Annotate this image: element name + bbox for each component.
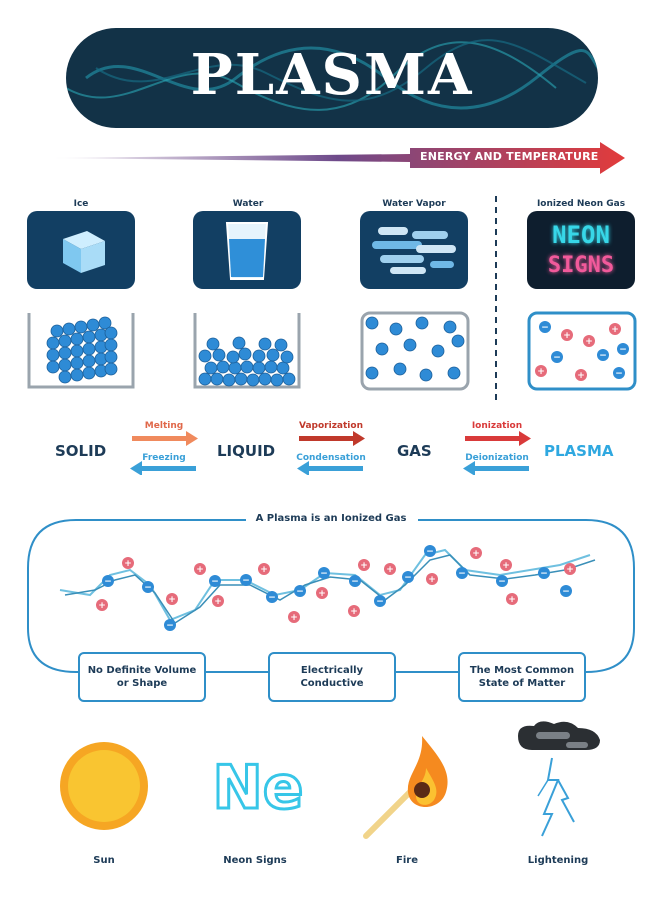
svg-text:+: +: [577, 371, 585, 381]
state-title-water: Water: [232, 199, 264, 209]
example-label-fire: Fire: [396, 855, 418, 866]
svg-text:+: +: [214, 597, 222, 607]
phase-solid: SOLID: [55, 442, 107, 460]
arrow-deionization: [463, 461, 529, 475]
example-label-lightening: Lightening: [527, 855, 589, 866]
example-label-sun: Sun: [93, 855, 115, 866]
arrow-condensation: [297, 461, 363, 475]
label-melting: Melting: [144, 421, 184, 431]
svg-text:+: +: [124, 559, 132, 569]
svg-text:−: −: [376, 597, 384, 607]
lightning-icon: [518, 721, 600, 837]
liquid-particles: [193, 313, 301, 389]
svg-text:+: +: [350, 607, 358, 617]
label-deionization: Deionization: [465, 453, 529, 463]
water-icon-box: [193, 211, 301, 289]
state-title-neon: Ionized Neon Gas: [536, 199, 626, 209]
label-freezing: Freezing: [142, 453, 186, 463]
energy-label: ENERGY AND TEMPERATURE: [420, 150, 599, 163]
water-glass-icon: [225, 222, 269, 280]
svg-text:+: +: [472, 549, 480, 559]
property-conductive: Electrically Conductive: [268, 652, 396, 702]
plasma-frame: [27, 519, 635, 673]
gas-particles: [360, 311, 470, 391]
ne-symbol: Ne: [211, 752, 305, 825]
svg-text:−: −: [296, 587, 304, 597]
wave-decoration: [66, 39, 598, 111]
svg-text:+: +: [260, 565, 268, 575]
svg-text:+: +: [98, 601, 106, 611]
fire-icon: [363, 736, 448, 839]
state-title-ice: Ice: [73, 199, 89, 209]
property-no-definite-volume: No Definite Volume or Shape: [78, 652, 206, 702]
svg-text:+: +: [563, 331, 571, 341]
svg-text:+: +: [585, 337, 593, 347]
arrow-freezing: [130, 461, 196, 475]
plasma-wave: − − − − − − − − − − − − − − − − + + + + …: [59, 545, 596, 631]
svg-text:+: +: [290, 613, 298, 623]
svg-text:+: +: [196, 565, 204, 575]
svg-text:−: −: [562, 587, 570, 597]
svg-text:+: +: [428, 575, 436, 585]
ice-cube-icon: [63, 231, 105, 273]
svg-text:−: −: [599, 351, 607, 361]
property-most-common: The Most Common State of Matter: [458, 652, 586, 702]
arrow-vaporization: [299, 431, 365, 446]
section-title: A Plasma is an Ionized Gas: [255, 513, 407, 524]
svg-text:−: −: [553, 353, 561, 363]
svg-text:+: +: [611, 325, 619, 335]
phase-gas: GAS: [397, 442, 432, 460]
title-banner: PLASMA: [66, 28, 598, 128]
arrow-melting: [132, 431, 198, 446]
svg-text:−: −: [615, 369, 623, 379]
page-title: PLASMA: [190, 42, 474, 108]
svg-text:−: −: [426, 547, 434, 557]
neon-sign-line2: SIGNS: [547, 253, 615, 278]
svg-text:−: −: [351, 577, 359, 587]
solid-particles: [27, 313, 135, 389]
svg-text:+: +: [318, 589, 326, 599]
svg-text:+: +: [508, 595, 516, 605]
svg-text:+: +: [502, 561, 510, 571]
svg-text:−: −: [166, 621, 174, 631]
label-ionization: Ionization: [471, 421, 523, 431]
svg-text:+: +: [360, 561, 368, 571]
example-label-neon: Neon Signs: [223, 855, 287, 866]
svg-text:+: +: [386, 565, 394, 575]
label-condensation: Condensation: [296, 453, 366, 463]
svg-text:−: −: [541, 323, 549, 333]
neon-icon-box: NEON SIGNS: [527, 211, 635, 289]
svg-text:+: +: [566, 565, 574, 575]
dashed-divider: [495, 196, 497, 402]
svg-text:−: −: [144, 583, 152, 593]
svg-text:−: −: [458, 569, 466, 579]
svg-text:−: −: [619, 345, 627, 355]
label-vaporization: Vaporization: [299, 421, 363, 431]
vapor-icon-box: [360, 211, 468, 289]
sun-icon: [60, 742, 148, 830]
svg-text:−: −: [242, 576, 250, 586]
svg-text:−: −: [320, 569, 328, 579]
arrow-ionization: [465, 431, 531, 446]
transition-arrows: [130, 431, 531, 475]
phase-plasma: PLASMA: [544, 442, 614, 460]
plasma-particles: − + + + − − − + + −: [527, 311, 637, 391]
energy-arrow: [50, 142, 625, 174]
svg-text:−: −: [540, 569, 548, 579]
svg-text:−: −: [268, 593, 276, 603]
state-title-vapor: Water Vapor: [382, 199, 446, 209]
svg-text:−: −: [104, 577, 112, 587]
phase-liquid: LIQUID: [217, 442, 276, 460]
svg-text:+: +: [168, 595, 176, 605]
svg-text:−: −: [211, 577, 219, 587]
svg-text:+: +: [537, 367, 545, 377]
neon-sign-line1: NEON: [552, 221, 610, 249]
vapor-cloud-icon: [372, 227, 456, 274]
svg-text:−: −: [404, 573, 412, 583]
svg-text:−: −: [498, 577, 506, 587]
ice-icon-box: [27, 211, 135, 289]
